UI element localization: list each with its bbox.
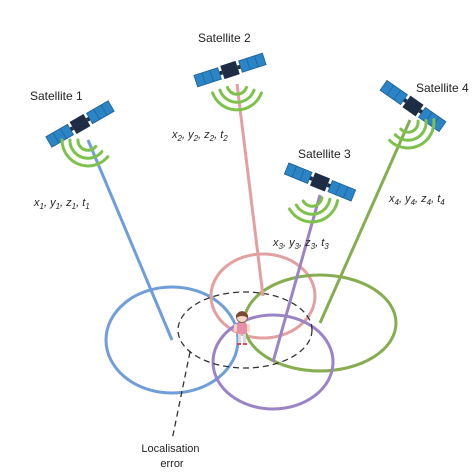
satellite-3: Satellite 3 x3, y3, z3, t3 xyxy=(272,147,357,251)
satellite-icon xyxy=(193,51,267,89)
localisation-error-pointer xyxy=(171,351,191,441)
satellite-3-coordinates: x3, y3, z3, t3 xyxy=(272,237,329,251)
range-line-sat2 xyxy=(235,83,265,297)
range-circle-sat3 xyxy=(211,313,335,411)
signal-waves-icon xyxy=(54,133,112,175)
satellite-1: Satellite 1 x1, y1, z1, t1 xyxy=(30,89,116,211)
range-line-sat4 xyxy=(318,119,412,324)
satellite-1-coordinates: x1, y1, z1, t1 xyxy=(33,197,90,211)
satellite-icon xyxy=(44,99,116,149)
satellite-2-label: Satellite 2 xyxy=(198,31,251,45)
satellite-4-coordinates: x4, y4, z4, t4 xyxy=(388,193,445,207)
localisation-error-region xyxy=(177,291,313,369)
satellite-2-coordinates: x2, y2, z2, t2 xyxy=(171,129,228,143)
satellite-3-label: Satellite 3 xyxy=(298,147,351,161)
localisation-error-label: Localisation error xyxy=(141,443,202,470)
satellite-2: Satellite 2 x2, y2, z2, t2 xyxy=(171,31,267,143)
satellite-4: Satellite 4 x4, y4, z4, t4 xyxy=(379,79,469,207)
range-line-sat3 xyxy=(271,194,322,363)
range-line-sat1 xyxy=(86,139,174,341)
satellite-1-label: Satellite 1 xyxy=(30,89,83,103)
range-circle-sat2 xyxy=(209,252,317,340)
satellite-4-label: Satellite 4 xyxy=(416,81,469,95)
person-icon xyxy=(234,311,250,345)
